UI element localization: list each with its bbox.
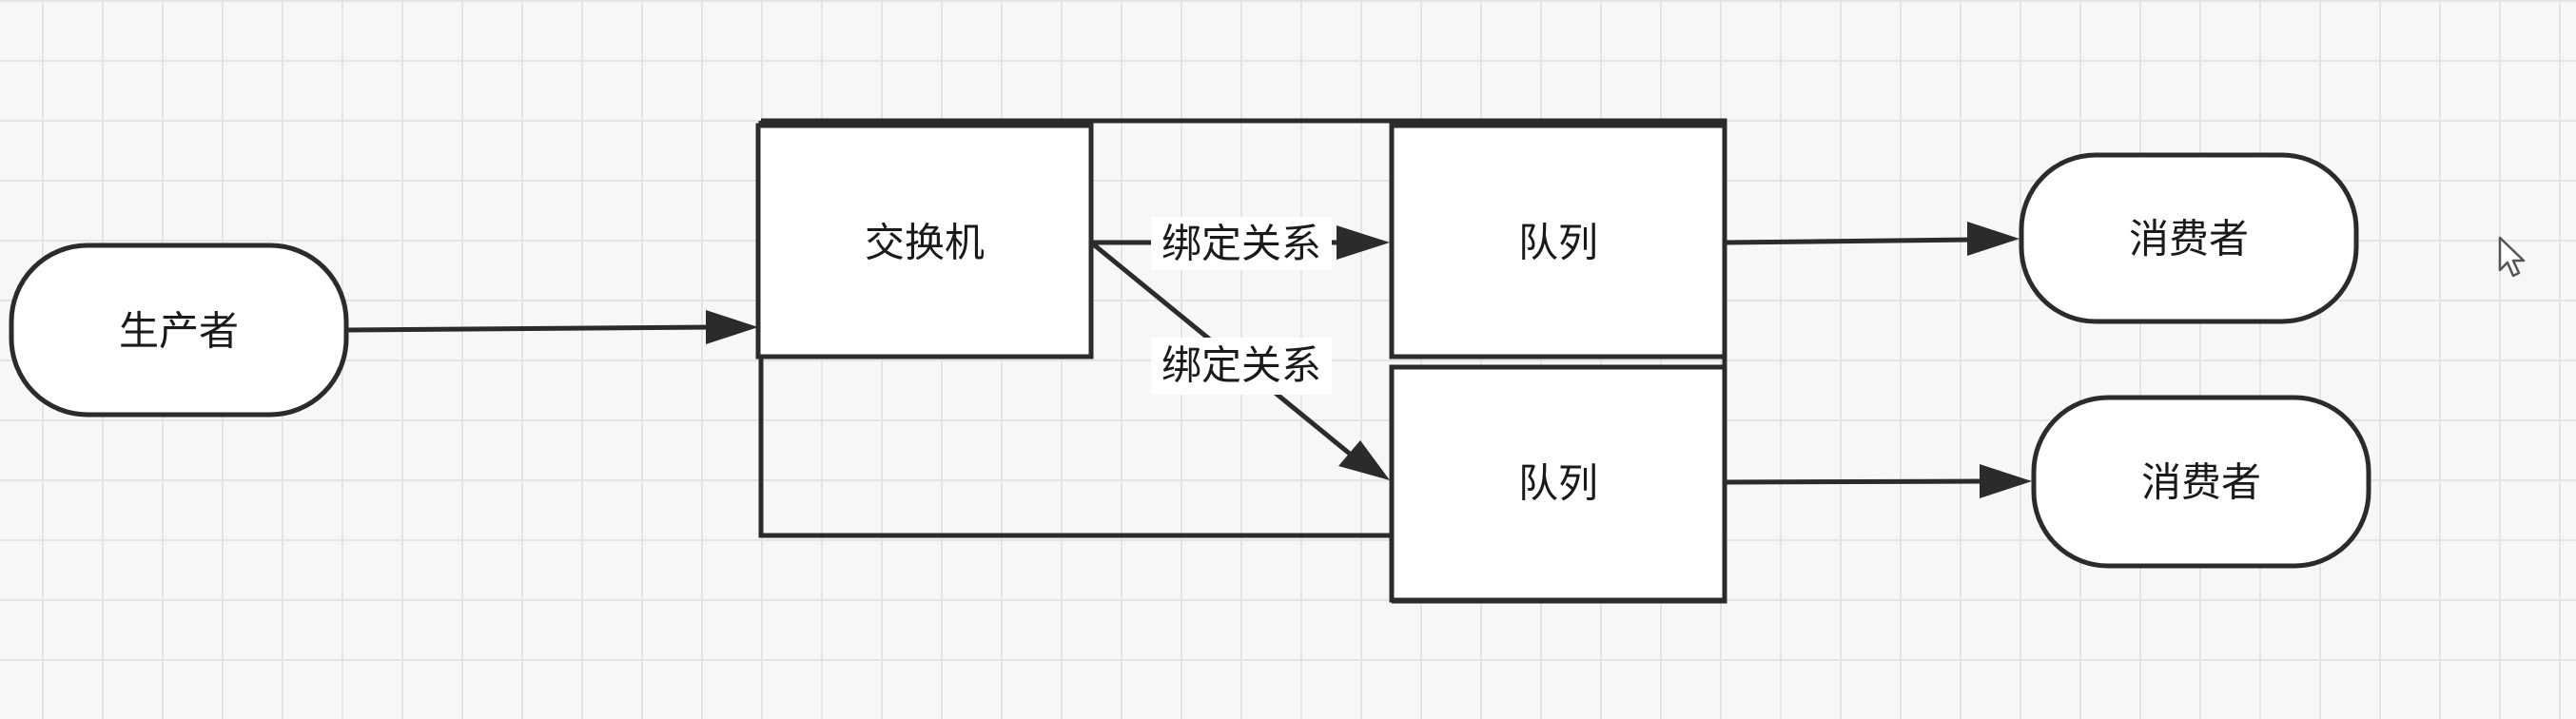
edge-queue-consumer-bottom (1726, 464, 2032, 498)
edge-queue-consumer-top (1726, 222, 2020, 256)
consumer-node-top[interactable]: 消费者 (2019, 152, 2359, 324)
arrowhead-icon (1337, 225, 1390, 260)
consumer-top-label: 消费者 (2129, 216, 2249, 262)
consumer-node-bottom[interactable]: 消费者 (2031, 395, 2371, 569)
queue-top-label: 队列 (1518, 220, 1598, 266)
arrowhead-icon (1967, 222, 2020, 256)
queue-node-top[interactable]: 队列 (1389, 123, 1727, 360)
edge-exchange-queue-bottom: 绑定关系 (1089, 241, 1390, 480)
arrowhead-icon (1980, 464, 2032, 498)
consumer-bottom-label: 消费者 (2141, 459, 2261, 506)
producer-node[interactable]: 生产者 (9, 243, 349, 418)
binding-top-label: 绑定关系 (1161, 221, 1321, 267)
arrowhead-icon (1338, 440, 1390, 480)
edge-producer-exchange (347, 310, 758, 344)
queue-node-bottom[interactable]: 队列 (1389, 364, 1727, 603)
producer-label: 生产者 (119, 308, 239, 355)
queue-bottom-label: 队列 (1518, 460, 1598, 507)
mouse-pointer-icon (2498, 236, 2526, 278)
exchange-node[interactable]: 交换机 (755, 123, 1094, 360)
edge-exchange-queue-top: 绑定关系 (1091, 217, 1390, 270)
exchange-label: 交换机 (865, 220, 985, 266)
binding-bottom-label: 绑定关系 (1161, 342, 1321, 389)
arrowhead-icon (706, 310, 758, 344)
